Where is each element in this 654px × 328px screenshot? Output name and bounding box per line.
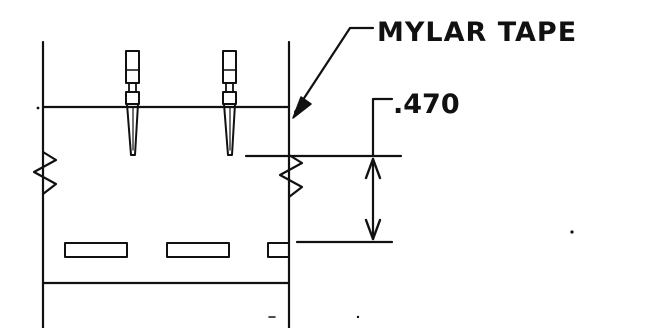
slot-3 xyxy=(267,242,290,258)
dimension-arrow-top xyxy=(364,157,382,180)
right-break-symbol xyxy=(278,153,304,199)
callout-arrowhead xyxy=(292,96,312,119)
dimension-arrow-bottom xyxy=(364,218,382,241)
component-pin-2 xyxy=(222,50,237,156)
dimension-leader xyxy=(371,97,394,158)
slot-2 xyxy=(166,242,230,258)
callout-label: MYLAR TAPE xyxy=(377,17,577,48)
slot-1 xyxy=(64,242,128,258)
dimension-value: .470 xyxy=(393,89,460,120)
callout-leader xyxy=(293,26,375,114)
component-pin-1 xyxy=(125,50,140,156)
speck-dot-1 xyxy=(570,230,574,234)
left-break-symbol xyxy=(32,150,58,196)
speck-dot-2 xyxy=(36,106,40,110)
speck-dot-3 xyxy=(356,315,360,319)
